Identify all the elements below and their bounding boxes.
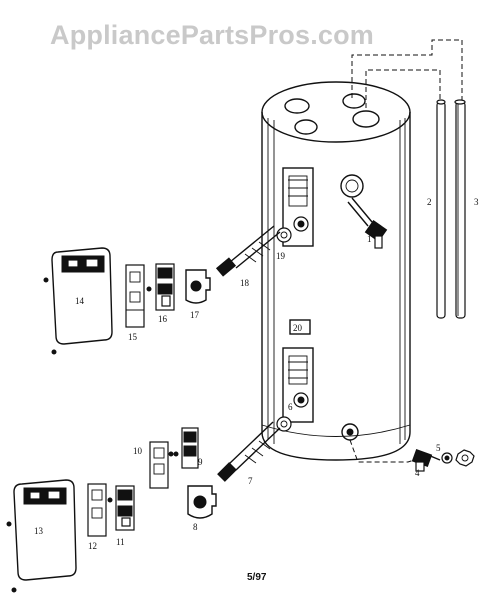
- label-5: 5: [436, 443, 441, 453]
- label-2: 2: [427, 197, 432, 207]
- label-3: 3: [474, 197, 479, 207]
- label-1: 1: [367, 234, 372, 244]
- label-15: 15: [128, 332, 138, 342]
- label-10: 10: [133, 446, 143, 456]
- date-code: 5/97: [247, 572, 267, 583]
- part-14-upper-access-cover[interactable]: [43, 247, 113, 355]
- part-13-lower-access-cover[interactable]: [6, 479, 77, 593]
- dip-tube-2[interactable]: [436, 99, 446, 319]
- part-16-upper-thermostat[interactable]: [155, 263, 175, 311]
- label-16: 16: [158, 314, 168, 324]
- label-9: 9: [198, 457, 203, 467]
- part-8-lower-bracket[interactable]: [187, 485, 217, 519]
- part-17-upper-bracket[interactable]: [185, 269, 211, 304]
- tank-badge: 20: [289, 319, 311, 335]
- label-12: 12: [88, 541, 97, 551]
- drain-nut[interactable]: [455, 449, 475, 467]
- part-10-insulation-block[interactable]: [149, 441, 179, 489]
- part-4-drain-valve[interactable]: [411, 448, 441, 472]
- part-11-lower-thermostat[interactable]: [115, 485, 135, 531]
- part-15-insulation-block[interactable]: [125, 264, 152, 328]
- label-13: 13: [34, 526, 44, 536]
- label-18: 18: [240, 278, 250, 288]
- part-19-gasket-upper[interactable]: [276, 227, 292, 243]
- label-8: 8: [193, 522, 198, 532]
- part-1-relief-valve[interactable]: [347, 197, 388, 249]
- piping-dashed-lines: [351, 39, 463, 108]
- watermark-text: AppliancePartsPros.com: [50, 20, 374, 50]
- label-19: 19: [276, 251, 286, 261]
- label-6: 6: [288, 402, 293, 412]
- part-12-insulation-block[interactable]: [87, 483, 113, 537]
- label-4: 4: [415, 468, 420, 478]
- dip-tube-3[interactable]: [454, 99, 466, 319]
- label-14: 14: [75, 296, 85, 306]
- part-7-lower-element[interactable]: [217, 421, 281, 482]
- tank-badge-text: 20: [293, 323, 303, 333]
- label-7: 7: [248, 476, 253, 486]
- drain-leader-line: [349, 439, 421, 463]
- label-17: 17: [190, 310, 200, 320]
- part-18-upper-element[interactable]: [215, 225, 281, 277]
- part-6-gasket-lower[interactable]: [276, 416, 292, 432]
- part-9-lower-thermostat[interactable]: [181, 427, 199, 469]
- water-heater-tank: [261, 81, 411, 461]
- label-11: 11: [116, 537, 125, 547]
- part-5-washer[interactable]: [441, 452, 453, 464]
- part-labels: 1 2 3 4 5 6 7 8 9 10 11 12 13 14 15 16 1…: [34, 197, 479, 551]
